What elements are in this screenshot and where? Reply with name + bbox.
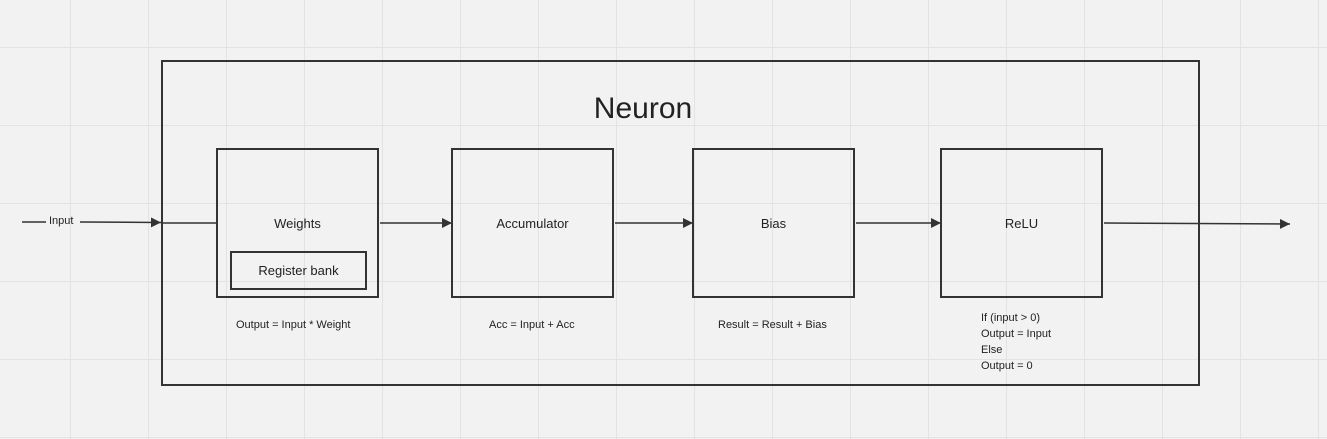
accumulator-note: Acc = Input + Acc [489,319,575,331]
arrow-relu-output [1103,218,1291,229]
arrow-input-to-neuron [79,217,162,228]
neuron-container[interactable] [161,60,1200,386]
input-label: Input [49,215,74,227]
bias-label: Bias [760,216,787,231]
neuron-title: Neuron [593,92,693,125]
relu-note-line: If (input > 0) [981,312,1041,324]
weights-note: Output = Input * Weight [236,319,351,331]
relu-label: ReLU [1004,216,1039,231]
relu-note-line: Else [981,344,1003,356]
relu-note-line: Output = Input [981,328,1052,340]
bias-block[interactable]: Bias [692,148,855,298]
accumulator-block[interactable]: Accumulator [451,148,614,298]
weights-block[interactable]: Weights Register bank [216,148,379,298]
weights-label: Weights [274,216,321,231]
relu-note-line: Output = 0 [981,360,1033,372]
register-bank-block[interactable]: Register bank [230,251,367,290]
bias-note: Result = Result + Bias [718,319,827,331]
relu-block[interactable]: ReLU [940,148,1103,298]
relu-note: If (input > 0) Output = Input Else Outpu… [981,310,1051,374]
accumulator-label: Accumulator [496,216,569,231]
register-bank-label: Register bank [258,263,339,278]
